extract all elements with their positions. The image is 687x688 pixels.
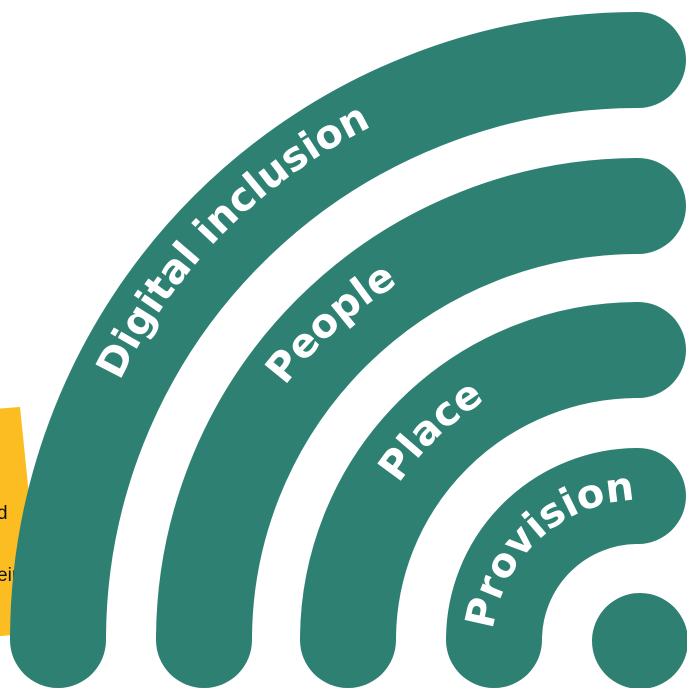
signal-dot <box>592 593 687 688</box>
arc-people <box>156 158 686 688</box>
sticky-note-text-line-1: d <box>0 503 8 524</box>
arc-digital-inclusion <box>10 12 686 688</box>
arc-place <box>300 302 686 688</box>
arc-layers <box>10 12 687 688</box>
arc-provision <box>446 448 686 688</box>
